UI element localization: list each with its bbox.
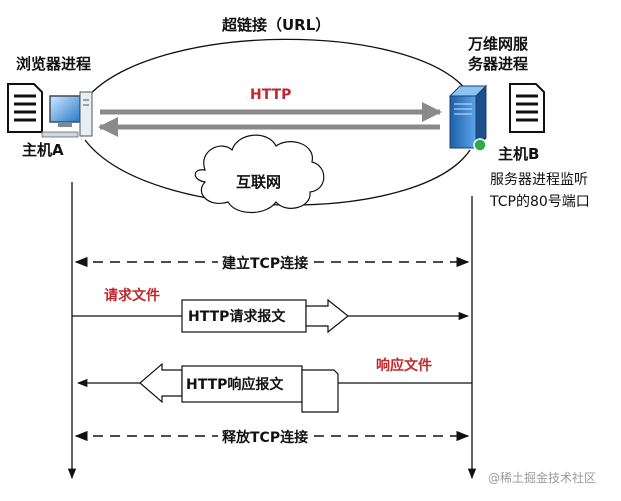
server-process-label-2: 务器进程 [468,55,529,73]
release-tcp-label: 释放TCP连接 [218,427,313,447]
http-response-box [139,362,339,413]
server-process-label-1: 万维网服 [468,35,529,53]
document-icon [7,83,43,133]
host-a-label: 主机A [22,141,64,159]
watermark: @稀土掘金技术社区 [488,471,597,485]
internet-label: 互联网 [236,173,282,191]
request-file-label: 请求文件 [104,288,160,304]
response-file-label: 响应文件 [376,358,432,374]
server-listen-label-2: TCP的80号端口 [490,194,590,210]
http-label: HTTP [250,87,292,103]
http-request-label: HTTP请求报文 [188,309,286,325]
http-request-box [181,298,349,334]
browser-process-label: 浏览器进程 [16,55,92,73]
establish-tcp-label: 建立TCP连接 [218,253,313,273]
hyperlink-label: 超链接（URL） [222,16,331,34]
document-icon [509,83,545,133]
host-b-label: 主机B [498,145,540,163]
server-icon [448,84,488,152]
http-response-label: HTTP响应报文 [186,377,284,393]
computer-icon [41,91,93,138]
hyperlink-arc [84,38,471,101]
server-listen-label-1: 服务器进程监听 [490,172,588,188]
cloud-icon [194,134,325,214]
